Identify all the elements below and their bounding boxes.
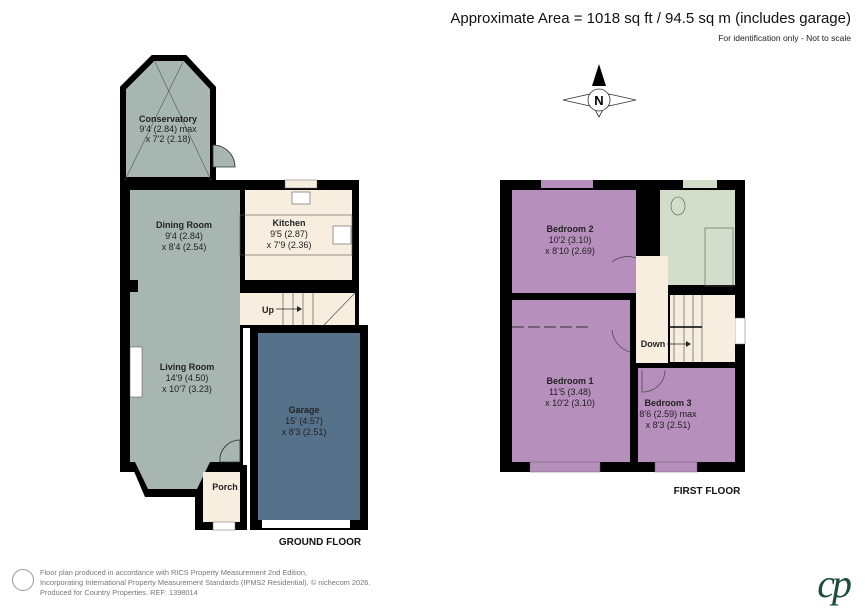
room-name: Bedroom 2: [546, 224, 593, 234]
stairs-label: Up: [262, 305, 274, 315]
room-dimension: 9'5 (2.87): [270, 229, 308, 239]
room-dimension: x 8'3 (2.51): [282, 427, 327, 437]
person-icon: [12, 569, 34, 591]
room-dimension: 10'2 (3.10): [549, 235, 592, 245]
bedroom-2: [512, 190, 636, 293]
first-floor-plan: Bedroom 2 10'2 (3.10) x 8'10 (2.69) Bedr…: [500, 180, 746, 497]
room-dimension: x 8'10 (2.69): [545, 246, 595, 256]
room-name: Porch: [212, 482, 238, 492]
bathroom: [660, 190, 735, 285]
footer-text: Floor plan produced in accordance with R…: [40, 568, 370, 597]
room-dimension: 9'4 (2.84) max: [139, 124, 197, 134]
room-name: Dining Room: [156, 220, 212, 230]
room-dimension: 15' (4.57): [285, 416, 323, 426]
room-name: Kitchen: [272, 218, 305, 228]
company-logo: cp: [817, 561, 852, 606]
scale-note: For identification only - Not to scale: [718, 33, 851, 43]
compass-icon: N: [562, 64, 637, 118]
room-dimension: x 7'9 (2.36): [267, 240, 312, 250]
room-dimension: 8'6 (2.59) max: [639, 409, 697, 419]
room-name: Garage: [288, 405, 319, 415]
footer-line: Incorporating International Property Mea…: [40, 577, 371, 587]
room-dimension: x 10'7 (3.23): [162, 384, 212, 394]
room-dimension: 14'9 (4.50): [166, 373, 209, 383]
room-dimension: x 8'3 (2.51): [646, 420, 691, 430]
footer-line: Produced for Country Properties. REF: 13…: [40, 587, 198, 597]
dining-living-room: [130, 190, 240, 462]
approximate-area: Approximate Area = 1018 sq ft / 94.5 sq …: [450, 10, 851, 27]
porch: [203, 472, 240, 522]
stairs-label: Down: [641, 339, 666, 349]
footer-line: Floor plan produced in accordance with R…: [40, 568, 308, 577]
room-name: Bedroom 3: [644, 398, 691, 408]
compass-north-label: N: [594, 93, 603, 108]
room-dimension: x 7'2 (2.18): [146, 134, 191, 144]
first-floor-label: FIRST FLOOR: [674, 486, 741, 497]
garage: [258, 333, 360, 520]
room-dimension: 9'4 (2.84): [165, 231, 203, 241]
landing: [636, 256, 668, 363]
room-name: Conservatory: [139, 114, 197, 124]
room-name: Living Room: [160, 362, 215, 372]
ground-floor-plan: Conservatory 9'4 (2.84) max x 7'2 (2.18)…: [120, 55, 368, 548]
bedroom-3: [638, 368, 735, 462]
ground-floor-label: GROUND FLOOR: [279, 537, 362, 548]
room-dimension: x 10'2 (3.10): [545, 398, 595, 408]
room-dimension: x 8'4 (2.54): [162, 242, 207, 252]
first-floor-stairs: [670, 295, 735, 362]
room-dimension: 11'5 (3.48): [549, 387, 591, 397]
room-name: Bedroom 1: [546, 376, 593, 386]
